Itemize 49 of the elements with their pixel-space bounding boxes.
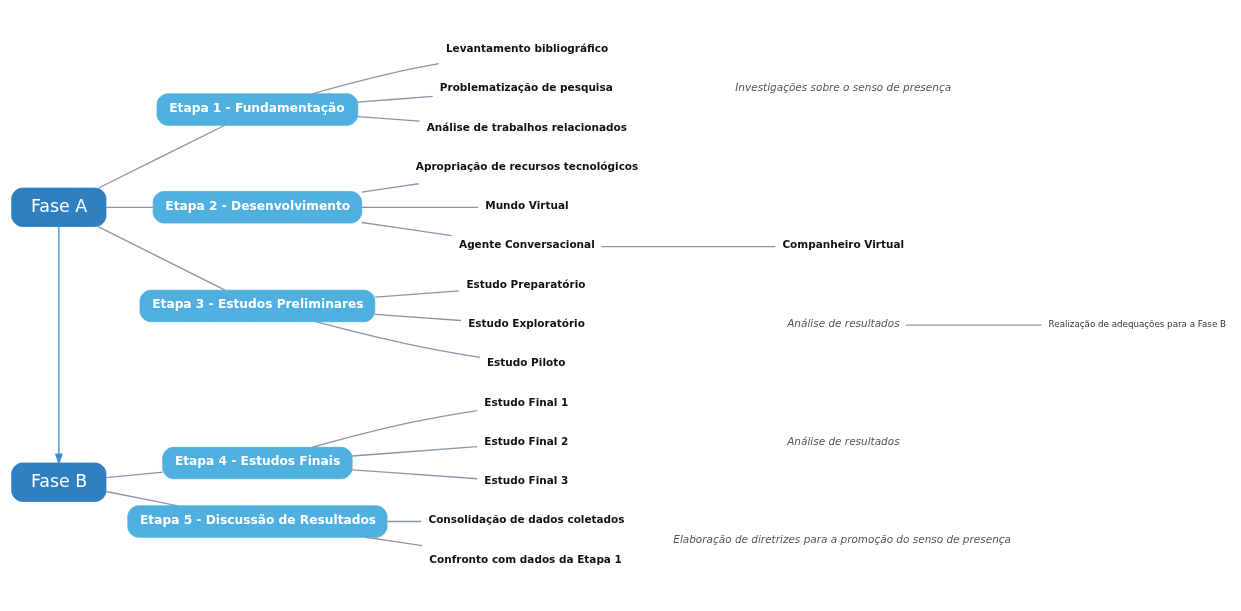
connector bbox=[311, 409, 478, 448]
node-text: Realização de adequações para a Fase B bbox=[1048, 319, 1227, 330]
connector bbox=[311, 62, 440, 95]
node-box: Fase B bbox=[11, 462, 107, 502]
node-text: Apropriação de recursos tecnológicos bbox=[415, 159, 639, 172]
node-text: Análise de trabalhos relacionados bbox=[426, 120, 627, 133]
node-text: Estudo Final 1 bbox=[484, 395, 569, 408]
connector bbox=[105, 206, 154, 208]
connector bbox=[361, 221, 453, 237]
connector bbox=[314, 321, 481, 359]
connector bbox=[357, 95, 434, 103]
connector bbox=[361, 183, 420, 193]
connector bbox=[361, 206, 479, 208]
connector bbox=[351, 469, 478, 480]
connector bbox=[374, 290, 460, 298]
node-box: Etapa 3 - Estudos Preliminares bbox=[139, 289, 376, 323]
node-text: Estudo Preparatório bbox=[466, 277, 586, 290]
node-text: Estudo Exploratório bbox=[468, 316, 585, 329]
connector bbox=[105, 490, 179, 507]
arrow bbox=[54, 225, 63, 465]
node-text: Elaboração de diretrizes para a promoção do senso de presença bbox=[673, 532, 1011, 545]
node-box: Etapa 4 - Estudos Finais bbox=[162, 446, 353, 480]
node-box: Etapa 5 - Discussão de Resultados bbox=[127, 505, 388, 538]
node-box: Etapa 2 - Desenvolvimento bbox=[152, 191, 363, 224]
connector bbox=[97, 124, 226, 189]
connector bbox=[357, 116, 421, 122]
node-text: Consolidação de dados coletados bbox=[428, 513, 625, 526]
node-text: Estudo Piloto bbox=[486, 356, 566, 369]
node-text: Análise de resultados bbox=[787, 434, 900, 447]
node-text: Levantamento bibliográfico bbox=[445, 42, 609, 55]
node-text: Companheiro Virtual bbox=[782, 238, 905, 251]
node-box: Fase A bbox=[11, 187, 107, 227]
node-text: Agente Conversacional bbox=[459, 238, 595, 251]
node-text: Investigações sobre o senso de presença bbox=[735, 81, 952, 94]
connector bbox=[351, 445, 478, 457]
connector bbox=[600, 245, 776, 248]
connector bbox=[374, 313, 462, 322]
node-text: Estudo Final 3 bbox=[484, 474, 569, 487]
connector bbox=[105, 471, 164, 479]
node-text: Análise de resultados bbox=[787, 316, 900, 329]
connector bbox=[905, 324, 1043, 326]
node-text: Problematização de pesquisa bbox=[439, 81, 613, 94]
connector bbox=[364, 536, 423, 547]
node-box: Etapa 1 - Fundamentação bbox=[156, 93, 359, 126]
node-text: Confronto com dados da Etapa 1 bbox=[429, 552, 622, 565]
node-text: Mundo Virtual bbox=[485, 199, 569, 212]
node-text: Estudo Final 2 bbox=[484, 434, 569, 447]
connector bbox=[97, 225, 226, 291]
connector bbox=[386, 520, 422, 523]
